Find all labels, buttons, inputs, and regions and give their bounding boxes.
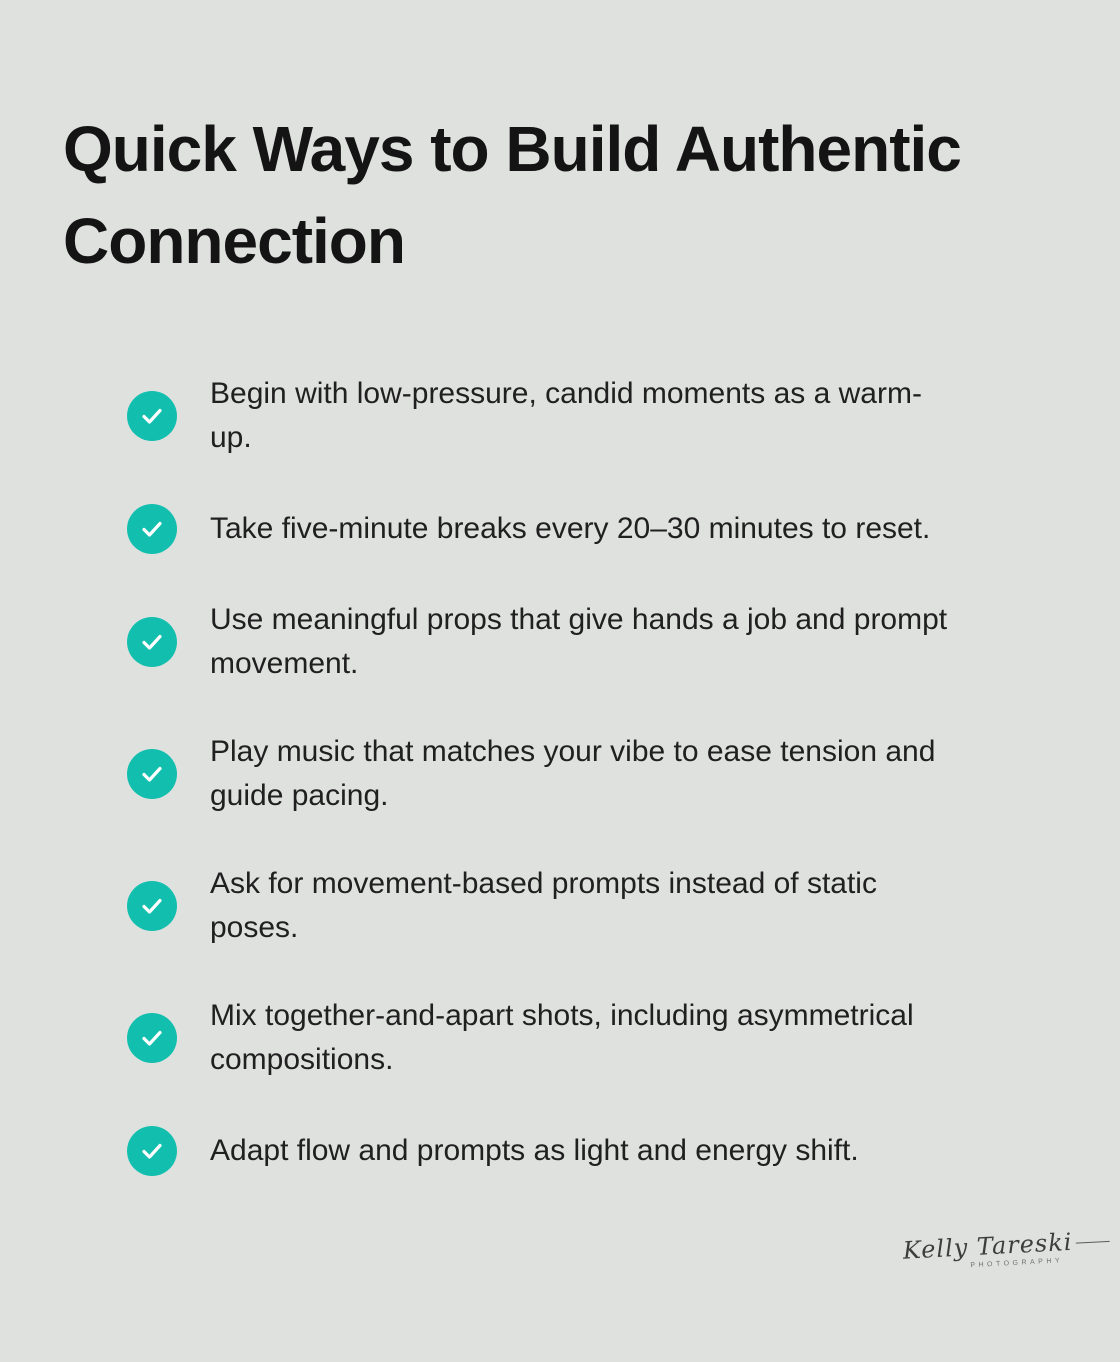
checklist-item: Ask for movement-based prompts instead o… <box>127 862 947 950</box>
checklist-item-line: Take five-minute breaks every 20–30 minu… <box>210 512 931 545</box>
check-icon <box>127 617 177 667</box>
checklist-item-line: Mix together-and-apart shots, including … <box>210 999 914 1032</box>
check-icon <box>127 1126 177 1176</box>
check-icon <box>127 749 177 799</box>
checklist-item: Play music that matches your vibe to eas… <box>127 730 947 818</box>
checklist-item-line: Begin with low-pressure, candid moments … <box>210 377 922 410</box>
checklist-item: Begin with low-pressure, candid moments … <box>127 372 947 460</box>
checklist-item-line: Use meaningful props that give hands a j… <box>210 603 948 636</box>
checklist-item-line: up. <box>210 421 252 454</box>
checklist-item-line: guide pacing. <box>210 779 389 812</box>
check-icon <box>127 881 177 931</box>
checklist-item-line: Ask for movement-based prompts instead o… <box>210 867 877 900</box>
checklist-item: Use meaningful props that give hands a j… <box>127 598 947 686</box>
check-icon <box>127 1013 177 1063</box>
checklist-item-line: compositions. <box>210 1043 394 1076</box>
checklist-item: Mix together-and-apart shots, including … <box>127 994 947 1082</box>
signature-flourish <box>1075 1240 1110 1244</box>
check-icon <box>127 391 177 441</box>
page-title-line: Quick Ways to Build Authentic <box>63 113 962 185</box>
checklist-item-line: movement. <box>210 647 359 680</box>
checklist-item-text: Begin with low-pressure, candid moments … <box>210 372 922 460</box>
signature: Kelly Tareski PHOTOGRAPHY <box>902 1227 1110 1272</box>
checklist-item-line: Adapt flow and prompts as light and ener… <box>210 1134 859 1167</box>
checklist-item-text: Adapt flow and prompts as light and ener… <box>210 1129 859 1173</box>
checklist-item-text: Ask for movement-based prompts instead o… <box>210 862 877 950</box>
checklist-item-line: Play music that matches your vibe to eas… <box>210 735 936 768</box>
checklist-item-text: Take five-minute breaks every 20–30 minu… <box>210 507 930 551</box>
checklist-item-text: Mix together-and-apart shots, including … <box>210 994 914 1082</box>
checklist: Begin with low-pressure, candid moments … <box>127 372 947 1176</box>
checklist-item-line: poses. <box>210 911 299 944</box>
checklist-item: Adapt flow and prompts as light and ener… <box>127 1126 947 1176</box>
check-icon <box>127 504 177 554</box>
checklist-item-text: Use meaningful props that give hands a j… <box>210 598 947 686</box>
checklist-item-text: Play music that matches your vibe to eas… <box>210 730 935 818</box>
page-title: Quick Ways to Build Authentic Connection <box>63 103 1063 287</box>
checklist-item: Take five-minute breaks every 20–30 minu… <box>127 504 947 554</box>
page-title-line: Connection <box>63 205 406 277</box>
